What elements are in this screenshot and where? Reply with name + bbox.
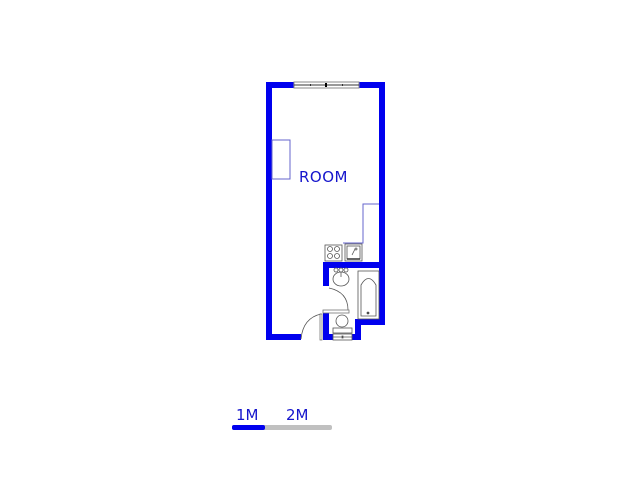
walls (266, 82, 385, 340)
wall-top-right (359, 82, 385, 88)
wall-bottom-left (266, 334, 301, 340)
scale-label-2m: 2M (286, 406, 309, 424)
stove (324, 244, 343, 262)
window (293, 81, 360, 89)
wall-bathroom-bottom-left (323, 334, 333, 340)
room-label: ROOM (299, 168, 348, 186)
wall-bathroom-step-h (355, 319, 385, 325)
scale-bar-track (232, 425, 332, 430)
wall-bathroom-step (355, 319, 361, 340)
bathroom-door (322, 287, 350, 314)
bathroom-basin (332, 267, 350, 287)
scale-bar-filled (232, 425, 265, 430)
wall-bathroom-left-lower (323, 312, 329, 340)
wall-bathroom-left-upper (323, 262, 329, 286)
toilet (332, 314, 353, 341)
wall-bathroom-top (323, 262, 385, 268)
kitchen-counter (343, 203, 379, 244)
entry-door (300, 313, 323, 341)
wall-left (266, 82, 272, 340)
kitchen-sink (344, 243, 363, 262)
wall-right (379, 82, 385, 325)
wall-top-left (266, 82, 294, 88)
built-in-cupboard (271, 139, 291, 180)
bathtub (357, 270, 380, 320)
scale-label-1m: 1M (236, 406, 259, 424)
